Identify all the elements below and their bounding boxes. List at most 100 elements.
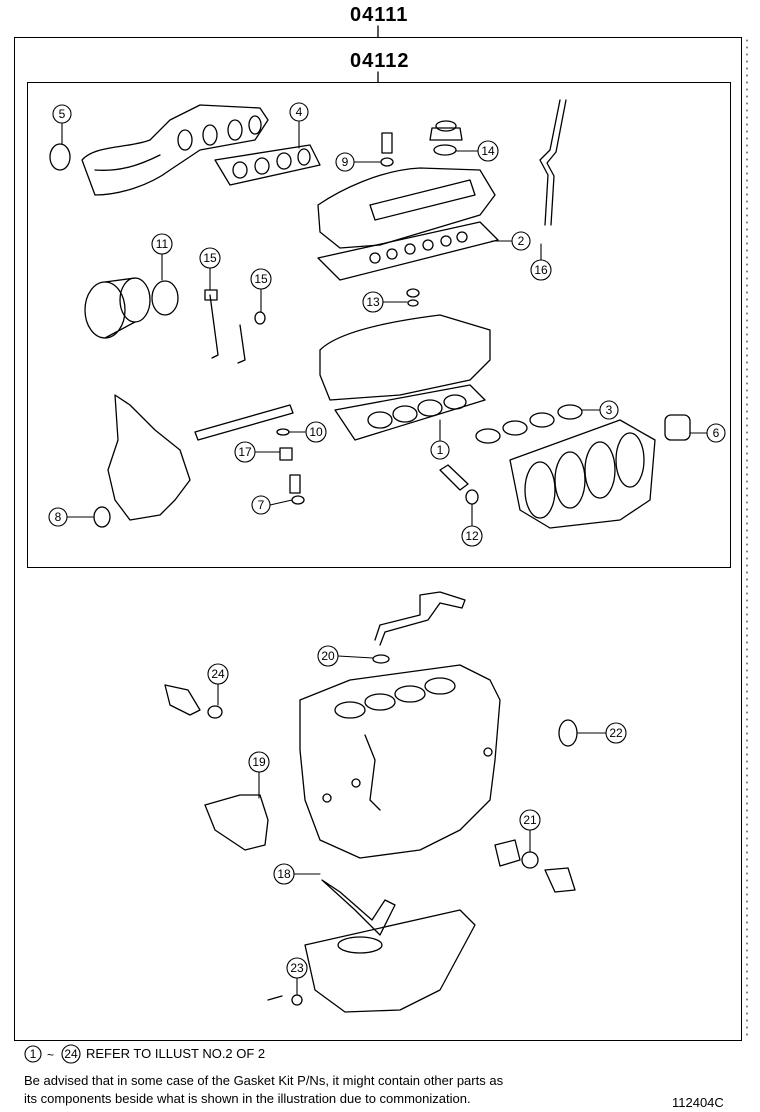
advisory-line-1: Be advised that in some case of the Gask… [24,1073,504,1088]
callout-15a: 15 [199,247,221,291]
svg-text:18: 18 [277,867,291,881]
callout-23: 23 [286,957,308,995]
svg-text:16: 16 [534,263,548,277]
stem-seal-13-drawing [406,288,420,298]
svg-text:7: 7 [258,498,265,512]
callout-13: 13 [362,291,408,313]
callout-6: 6 [689,423,726,443]
callout-14: 14 [455,140,499,162]
sub-kit-code: 04112 [350,50,410,72]
callout-17: 17 [234,441,281,463]
callout-5: 5 [52,104,72,145]
camshaft-drawing [194,404,294,441]
seal-ring-5-drawing [49,143,71,171]
cover-gasket-holes [369,231,468,264]
timing-pulley-drawing [84,277,179,339]
seal-22-drawing [558,719,578,747]
cylinder-block-drawing [299,664,501,859]
drain-plug-drawing [267,995,283,1001]
svg-text:22: 22 [609,726,623,740]
seal-8-drawing [93,506,111,528]
oring-12-drawing [465,489,479,505]
callout-16: 16 [530,243,552,281]
svg-text:12: 12 [465,529,479,543]
callout-9: 9 [335,152,381,172]
svg-text:13: 13 [366,295,380,309]
svg-text:3: 3 [606,403,613,417]
cylinder-head-cover-drawing [317,167,496,249]
intake-gasket-drawing [475,404,583,444]
svg-text:21: 21 [523,813,537,827]
callout-1: 1 [430,419,450,460]
oil-pan-drawing [304,909,476,1013]
valve-drawing [204,289,266,364]
svg-text:20: 20 [321,649,335,663]
sub-kit-boundary [27,82,731,568]
callout-24: 24 [207,663,229,706]
callout-10: 10 [288,421,327,443]
drain-gasket-23-drawing [291,994,303,1006]
timing-cover-drawing [107,394,191,521]
intake-manifold-drawing [509,419,656,529]
exhaust-manifold-gasket-drawing [214,144,321,186]
plug-7-drawing [289,474,301,494]
svg-text:17: 17 [238,445,252,459]
refer-note: REFER TO ILLUST NO.2 OF 2 [86,1046,266,1061]
oil-strainer-drawing [321,879,396,936]
svg-text:19: 19 [252,755,266,769]
oil-filler-cap-drawing [429,120,463,156]
svg-text:24: 24 [211,667,225,681]
dipstick-guide-drawing [539,99,561,226]
svg-text:5: 5 [59,107,66,121]
svg-text:24: 24 [64,1047,78,1061]
oil-filter-adapter-drawing [494,839,576,893]
exhaust-manifold-drawing [81,104,269,196]
range-separator: ~ [47,1048,54,1062]
plug-17-drawing [279,447,293,461]
callout-18: 18 [273,863,321,885]
svg-text:1: 1 [437,443,444,457]
callout-11: 11 [151,233,173,281]
sensor-12-drawing [439,464,469,491]
range-start-callout: 1 [24,1045,42,1063]
svg-text:6: 6 [713,426,720,440]
svg-text:11: 11 [156,237,169,251]
callout-15b: 15 [250,268,272,313]
seal-7-drawing [291,495,305,505]
cylinder-head-drawing [319,314,491,401]
kit-code: 04111 [350,4,409,26]
svg-text:14: 14 [481,144,495,158]
advisory-line-2: its components beside what is shown in t… [24,1091,471,1106]
svg-text:15: 15 [203,251,217,265]
stem-seal-13b-drawing [407,299,419,307]
callout-20: 20 [317,645,374,667]
callout-12: 12 [461,503,483,547]
callout-3: 3 [581,400,619,420]
svg-text:1: 1 [30,1047,37,1061]
illustration-id: 112404C [672,1095,724,1110]
callout-4: 4 [289,102,309,149]
throttle-gasket-drawing [664,414,691,441]
callout-2: 2 [491,231,531,251]
dipstick-guide-outline [546,99,567,226]
callout-19: 19 [248,751,270,799]
oring-10-drawing [276,428,290,436]
svg-text:15: 15 [254,272,268,286]
head-gasket-drawing [334,384,486,441]
svg-text:2: 2 [518,234,525,248]
svg-text:4: 4 [296,105,303,119]
svg-text:9: 9 [342,155,349,169]
svg-text:23: 23 [290,961,304,975]
gasket-20-drawing [372,654,390,664]
callout-21: 21 [519,809,541,853]
water-inlet-drawing [164,684,223,719]
svg-text:10: 10 [309,425,323,439]
oil-pipe-drawing [374,591,466,646]
callout-22: 22 [577,722,627,744]
range-end-callout: 24 [61,1044,81,1064]
callout-7: 7 [251,495,293,515]
cover-gasket-drawing [317,221,499,281]
bolt-9-drawing [380,132,394,167]
svg-text:8: 8 [55,510,62,524]
